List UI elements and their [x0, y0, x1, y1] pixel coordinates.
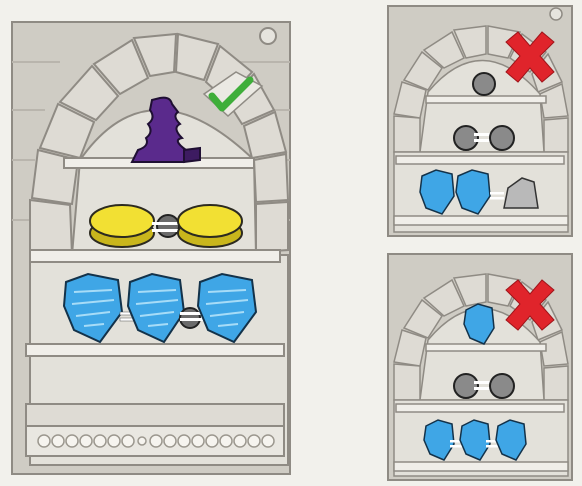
coin-icon [90, 205, 154, 247]
bolt-icon [550, 8, 562, 20]
gray-orb-icon [490, 374, 514, 398]
cabinet-valid [0, 0, 300, 486]
cabinet-invalid-1 [386, 2, 576, 240]
cabinet-invalid-2-art [386, 250, 576, 484]
gray-orb-icon [490, 126, 514, 150]
shield-row [64, 274, 256, 342]
cabinet-invalid-1-art [386, 2, 576, 240]
gray-orb-icon [473, 73, 495, 95]
bolt-icon [260, 28, 276, 44]
link-icon [490, 192, 504, 195]
coin-icon [178, 205, 242, 247]
shield-row [424, 420, 526, 460]
cabinet-valid-art [0, 0, 300, 486]
gray-orb-icon [454, 126, 478, 150]
cabinet-invalid-2 [386, 250, 576, 484]
base-trim [38, 435, 274, 447]
gray-orb-icon [454, 374, 478, 398]
